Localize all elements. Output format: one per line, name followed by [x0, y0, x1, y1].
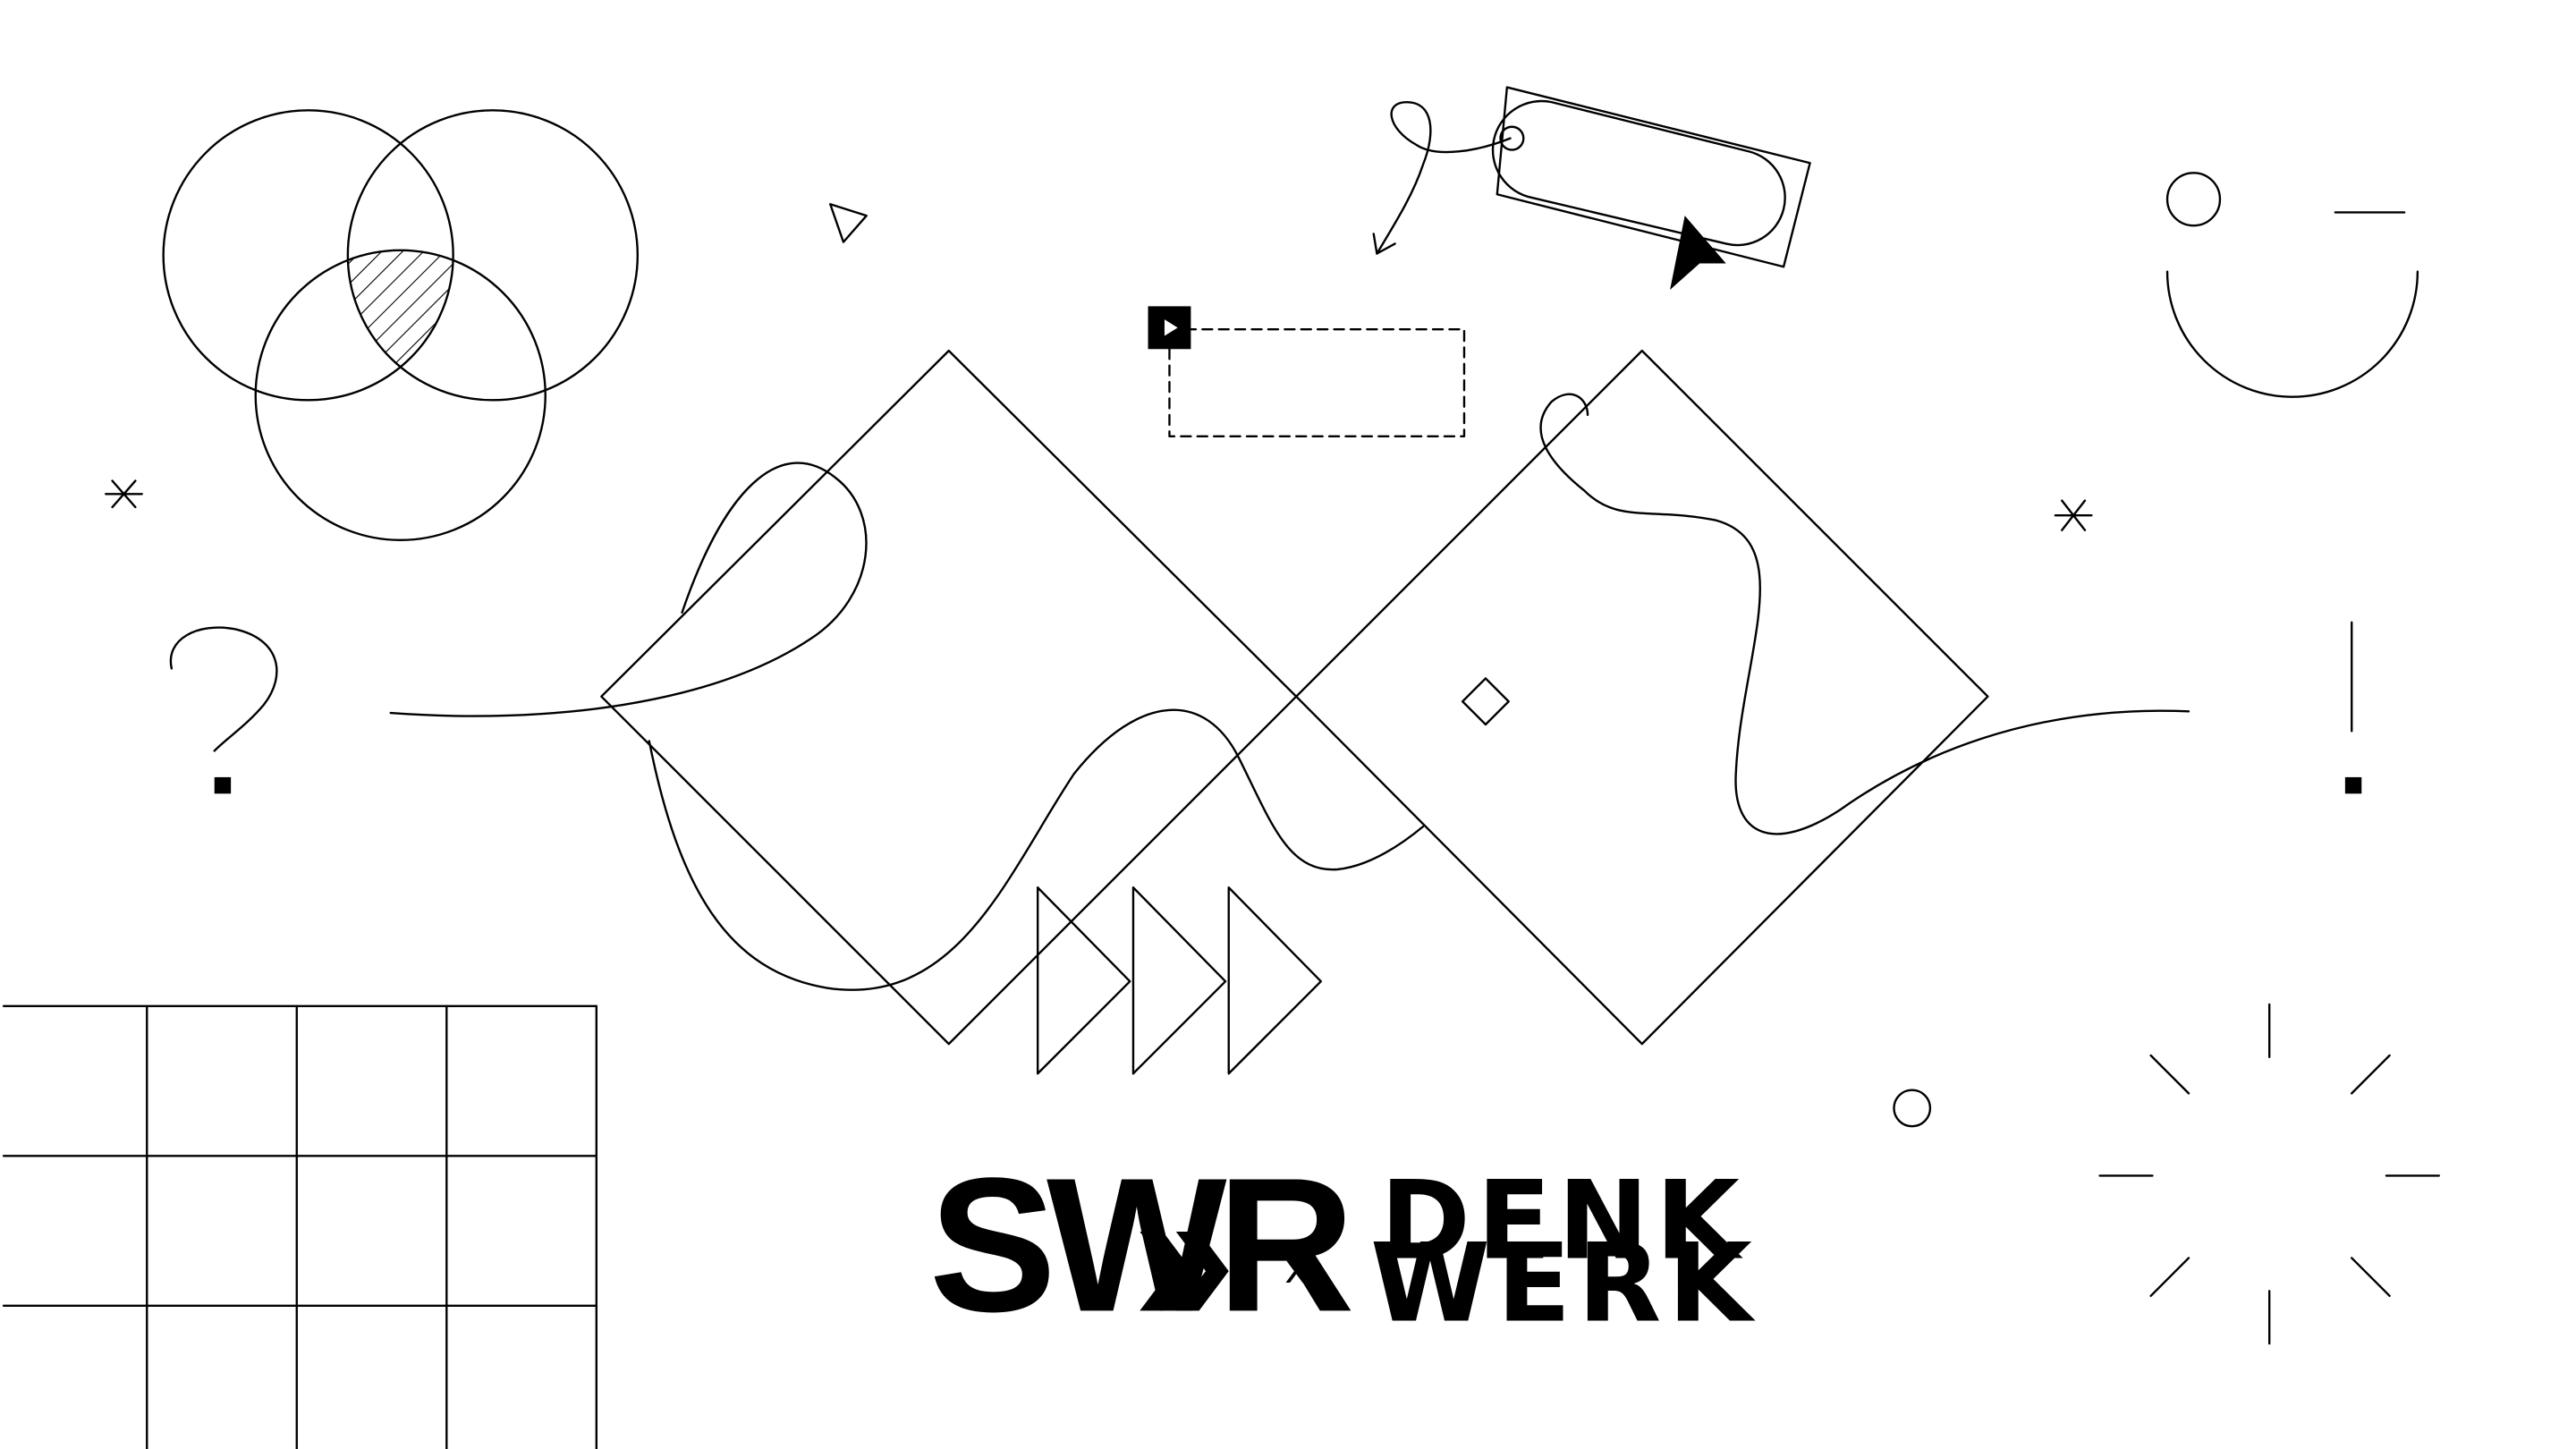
diamond-left [600, 349, 1298, 1046]
denkwerk-logo: DENK WERK [1370, 1157, 1758, 1346]
venn-circle-left [162, 109, 454, 402]
denkwerk-line2: WERK [1370, 1219, 1758, 1346]
asterisk-icon-left [105, 479, 143, 509]
asterisk-icon-right [2054, 499, 2093, 531]
venn-diagram [162, 109, 640, 542]
sunburst [2098, 1003, 2440, 1345]
venn-intersection-hatch [347, 250, 453, 401]
small-diamond [1461, 677, 1510, 726]
squiggle-lines [389, 393, 2190, 991]
loop-arrow [1372, 100, 1512, 255]
smiley-face [2165, 172, 2419, 398]
cursor-arrow-icon [1670, 216, 1726, 290]
diamond-right [1295, 349, 1989, 1046]
dashed-text-box [1148, 306, 1466, 438]
denkwerk-line1: DENK [1380, 1157, 1746, 1284]
swr-logo: SWR [929, 1139, 1361, 1352]
exclamation-mark [2344, 621, 2362, 794]
venn-circle-right [346, 109, 640, 402]
logo-separator: x [1284, 1247, 1308, 1292]
selected-pill-shape [1491, 86, 1811, 268]
grid-table [2, 1004, 598, 1449]
small-triangle-icon [829, 203, 868, 243]
swr-wordmark: SWR [929, 1139, 1352, 1352]
small-circle [1893, 1089, 1932, 1128]
fast-forward-triangles [1036, 886, 1323, 1075]
question-mark [169, 626, 278, 794]
venn-circle-bottom [254, 249, 547, 542]
double-chevron-right-icon [1140, 1232, 1229, 1311]
